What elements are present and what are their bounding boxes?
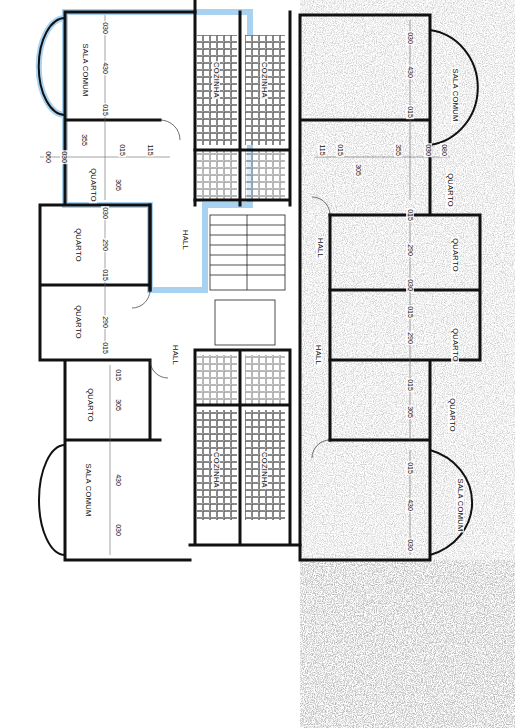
dimension-label: 355: [80, 133, 88, 147]
room-label: HALL: [316, 237, 324, 259]
dimension-label: 305: [114, 398, 122, 412]
room-label: QUARTO: [451, 327, 459, 363]
dimension-label: 290: [101, 315, 109, 329]
room-label: QUARTO: [86, 387, 94, 423]
room-label: COZINHA: [260, 451, 268, 489]
dimension-label: 015: [406, 208, 414, 222]
room-label: COZINHA: [212, 61, 220, 99]
dimension-label: 030: [406, 278, 414, 292]
room-label: HALL: [171, 344, 179, 366]
room-label: SALA COMUM: [81, 42, 89, 97]
dimension-label: 430: [406, 498, 414, 512]
dimension-label: 080: [440, 143, 448, 157]
room-label: QUARTO: [448, 397, 456, 433]
dimension-label: 355: [394, 143, 402, 157]
dimension-label: 305: [406, 405, 414, 419]
dimension-label: 115: [146, 143, 154, 156]
dimension-label: 115: [318, 143, 326, 156]
room-label: SALA COMUM: [84, 462, 92, 517]
room-label: HALL: [314, 344, 322, 366]
dimension-label: 430: [114, 473, 122, 487]
dimension-label: 030: [406, 538, 414, 552]
room-label: COZINHA: [212, 451, 220, 489]
dimension-label: 430: [101, 61, 109, 75]
room-label: QUARTO: [74, 304, 82, 340]
dimension-label: 015: [406, 305, 414, 319]
dimension-label: 290: [406, 331, 414, 345]
bay-window: [39, 18, 478, 555]
dimension-label: 030: [424, 143, 432, 157]
room-label: QUARTO: [446, 172, 454, 208]
room-label: COZINHA: [260, 61, 268, 99]
room-label: QUARTO: [89, 167, 97, 203]
dimension-label: 015: [101, 341, 109, 355]
dimension-label: 015: [101, 103, 109, 117]
wall: [40, 0, 480, 560]
dimension-label: 015: [114, 368, 122, 382]
door-swing: [132, 120, 330, 458]
dimension-line: [40, 15, 450, 555]
dimension-label: 030: [101, 21, 109, 35]
room-label: HALL: [181, 229, 189, 251]
room-label: QUARTO: [451, 237, 459, 273]
dimension-label: 030: [114, 523, 122, 537]
dimension-label: 015: [406, 105, 414, 119]
scan-noise: [300, 0, 515, 728]
dimension-label: 015: [406, 461, 414, 475]
dimension-label: 290: [101, 238, 109, 252]
dimension-label: 030: [101, 206, 109, 220]
dimension-label: 060: [44, 150, 52, 164]
dimension-label: 015: [118, 143, 126, 157]
staircase: [210, 215, 285, 345]
dimension-label: 290: [406, 243, 414, 257]
dimension-label: 015: [406, 378, 414, 392]
dimension-label: 015: [336, 143, 344, 157]
dimension-label: 015: [101, 268, 109, 282]
room-label: SALA COMUM: [451, 67, 459, 122]
room-label: QUARTO: [74, 227, 82, 263]
dimension-label: 030: [406, 31, 414, 45]
dimension-label: 030: [60, 150, 68, 164]
room-label: SALA COMUM: [456, 477, 464, 532]
dimension-label: 305: [354, 163, 362, 177]
scan-noise: [300, 560, 515, 728]
dimension-label: 305: [114, 178, 122, 192]
dimension-label: 430: [406, 65, 414, 79]
